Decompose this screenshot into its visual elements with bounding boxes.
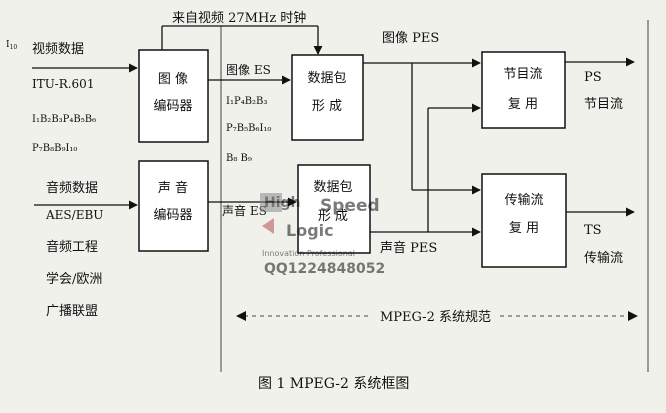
watermark: High Speed Logic Innovation Professional…	[260, 193, 385, 277]
video-packetizer-line1: 数据包	[307, 71, 346, 86]
ts-mux-line2: 复 用	[509, 221, 539, 236]
audio-input-line3: 学会/欧洲	[46, 271, 102, 287]
clock-label: 来自视频 27MHz 时钟	[172, 10, 306, 26]
video-input-sequence-1: I₁B₂B₃P₄B₅B₆	[32, 114, 96, 125]
video-input-sequence-2: P₇B₈B₉I₁₀	[32, 143, 77, 154]
audio-encoder-block	[138, 160, 209, 252]
ps-mux-line1: 节目流	[503, 67, 542, 82]
audio-pes-label: 声音 PES	[380, 240, 437, 256]
video-input-standard: ITU-R.601	[32, 77, 94, 91]
ps-mux-block	[481, 51, 566, 129]
video-es-label: 图像 ES	[226, 63, 271, 77]
watermark-brand3: Logic	[286, 221, 334, 240]
video-packetizer-block	[291, 54, 364, 141]
video-encoder-block	[138, 49, 209, 143]
audio-input-line1: AES/EBU	[45, 208, 103, 222]
video-es-seq3: B₈ B₉	[226, 153, 252, 164]
audio-input-line4: 广播联盟	[46, 304, 98, 319]
ps-output-code: PS	[584, 70, 602, 85]
watermark-brand1: High	[264, 195, 301, 211]
video-encoder-line1: 图 像	[158, 72, 188, 87]
watermark-tagline: Innovation Professional	[262, 249, 355, 258]
spec-label: MPEG-2 系统规范	[380, 310, 491, 325]
ts-mux-block	[481, 173, 567, 268]
watermark-logo-block	[260, 193, 282, 212]
ts-output-name: 传输流	[584, 250, 623, 266]
ts-mux-line1: 传输流	[504, 192, 543, 208]
video-encoder-line2: 编码器	[153, 99, 192, 114]
watermark-brand2: Speed	[320, 196, 380, 216]
watermark-qq: QQ1224848052	[264, 261, 385, 277]
audio-packetizer-line1: 数据包	[313, 180, 352, 195]
audio-packetizer-line2: 形 成	[318, 209, 348, 224]
ps-mux-line2: 复 用	[508, 97, 538, 112]
audio-input-title: 音频数据	[46, 180, 98, 196]
ts-output-code: TS	[584, 223, 602, 238]
watermark-logo-triangle-icon	[262, 218, 274, 234]
video-pes-label: 图像 PES	[382, 31, 439, 46]
video-input-title: 视频数据	[32, 42, 84, 57]
video-es-seq2: P₇B₅B₆I₁₀	[226, 123, 271, 134]
spec-span-left-arrowhead	[236, 311, 246, 321]
audio-input-line2: 音频工程	[46, 239, 98, 255]
ps-output-name: 节目流	[584, 97, 623, 112]
audio-es-label: 声音 ES	[222, 203, 267, 218]
video-packetizer-line2: 形 成	[312, 99, 342, 114]
video-es-seq1: I₁P₄B₂B₃	[226, 96, 267, 107]
audio-encoder-line1: 声 音	[158, 180, 188, 196]
spec-span-right-arrowhead	[628, 311, 638, 321]
figure-caption: 图 1 MPEG-2 系统框图	[258, 376, 409, 392]
audio-encoder-line2: 编码器	[153, 208, 192, 223]
video-input-label: I10	[6, 40, 17, 51]
audio-packetizer-block	[297, 164, 371, 254]
